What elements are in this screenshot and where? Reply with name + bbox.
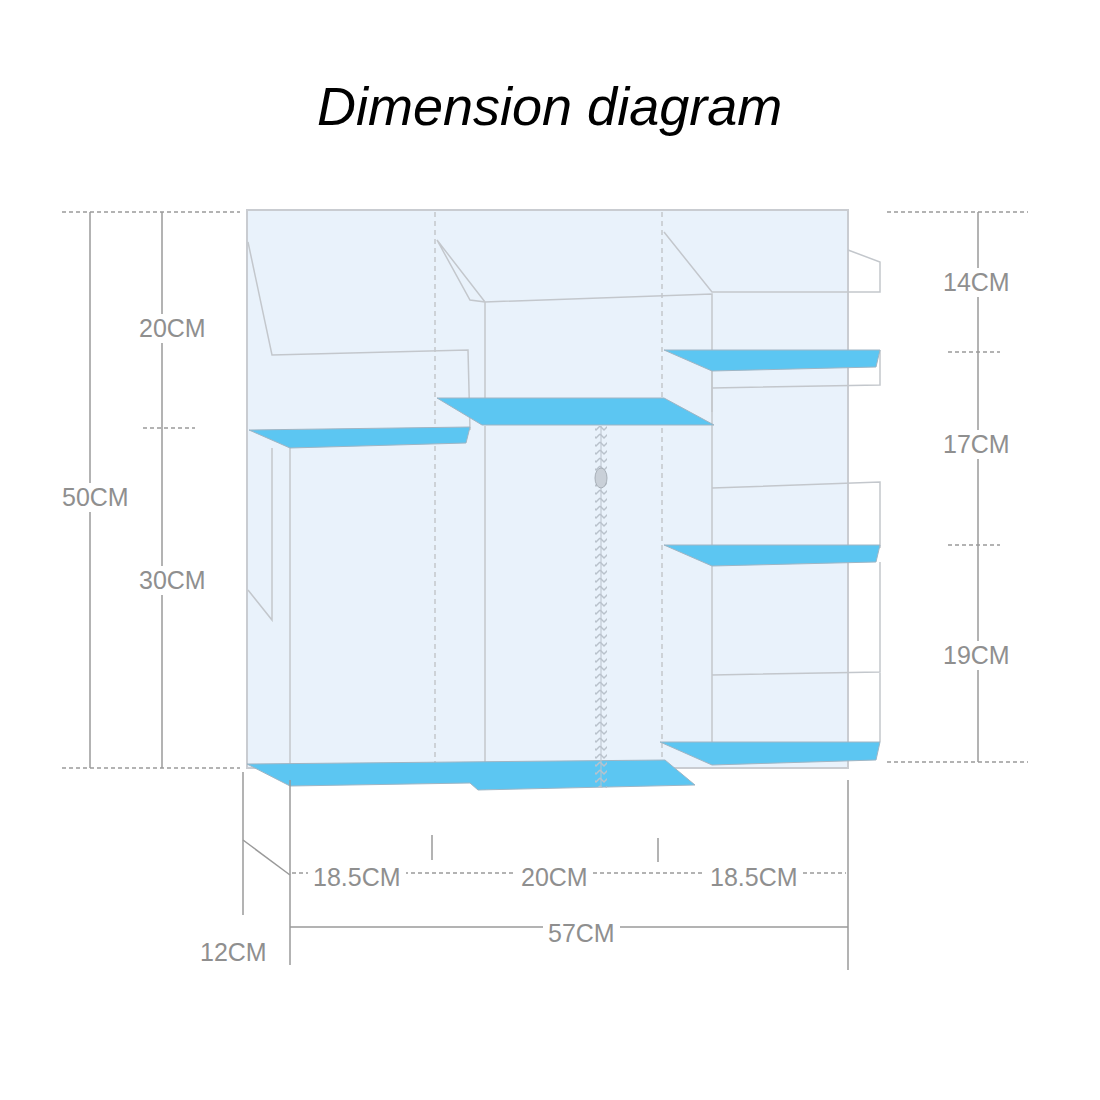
dimension-label: 19CM: [938, 641, 1015, 670]
dimension-label: 30CM: [134, 566, 211, 595]
dimension-label: 57CM: [543, 919, 620, 948]
dimension-label: 12CM: [195, 938, 272, 967]
dimension-label: 18.5CM: [308, 863, 406, 892]
dimension-label: 14CM: [938, 268, 1015, 297]
dimension-label: 18.5CM: [705, 863, 803, 892]
dimension-label: 20CM: [516, 863, 593, 892]
dimension-label: 17CM: [938, 430, 1015, 459]
diagram-title: Dimension diagram: [317, 75, 782, 137]
dimension-label: 20CM: [134, 314, 211, 343]
dimension-label: 50CM: [57, 483, 134, 512]
